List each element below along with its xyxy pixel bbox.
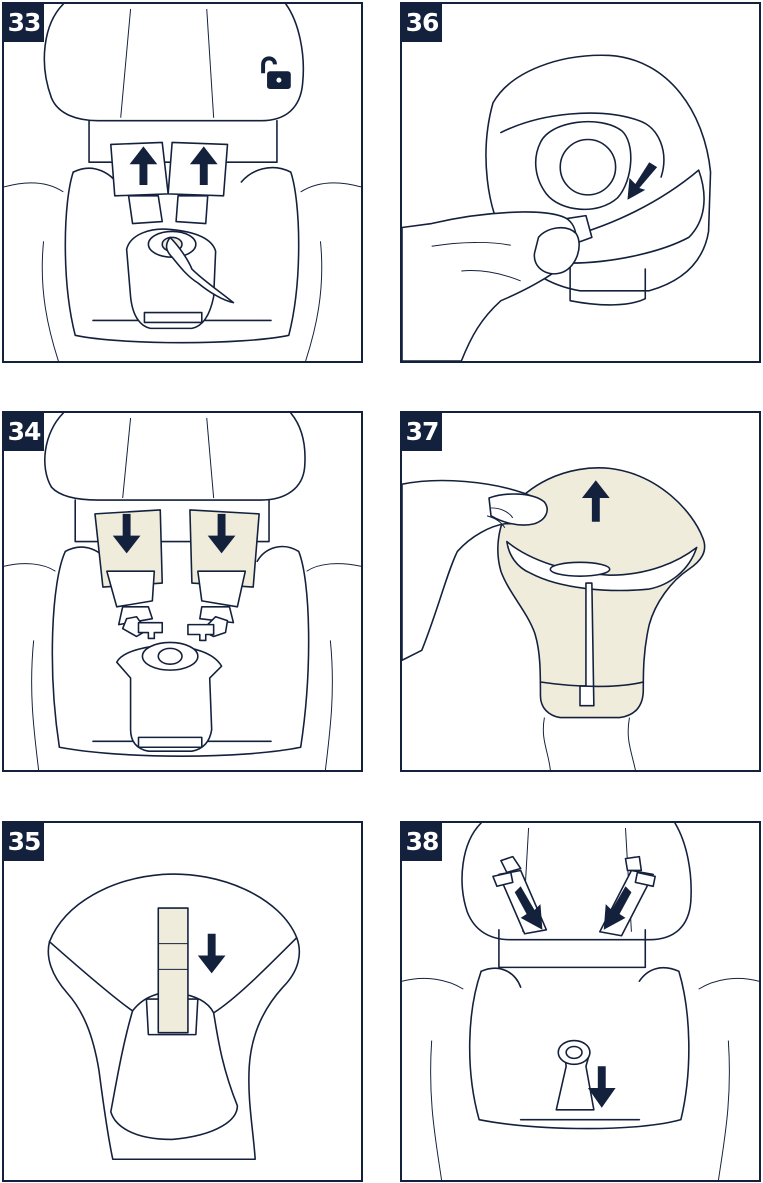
step-38-illustration — [402, 823, 759, 1180]
step-36-panel: 36 — [400, 2, 761, 363]
step-number: 33 — [4, 4, 44, 42]
step-number: 38 — [402, 823, 442, 861]
step-number: 35 — [4, 823, 44, 861]
arrow-down-left-icon — [627, 162, 657, 200]
unlock-icon — [263, 58, 291, 89]
step-number: 37 — [402, 413, 442, 451]
step-34-illustration — [4, 413, 361, 770]
step-33-panel: 33 — [2, 2, 363, 363]
step-37-panel: 37 — [400, 411, 761, 772]
step-33-illustration — [4, 4, 361, 361]
step-number: 36 — [402, 4, 442, 42]
step-37-illustration — [402, 413, 759, 770]
step-35-panel: 35 — [2, 821, 363, 1182]
step-36-illustration — [402, 4, 759, 361]
step-38-panel: 38 — [400, 821, 761, 1182]
step-35-illustration — [4, 823, 361, 1180]
step-number: 34 — [4, 413, 44, 451]
step-34-panel: 34 — [2, 411, 363, 772]
arrow-down-icon — [198, 934, 226, 974]
